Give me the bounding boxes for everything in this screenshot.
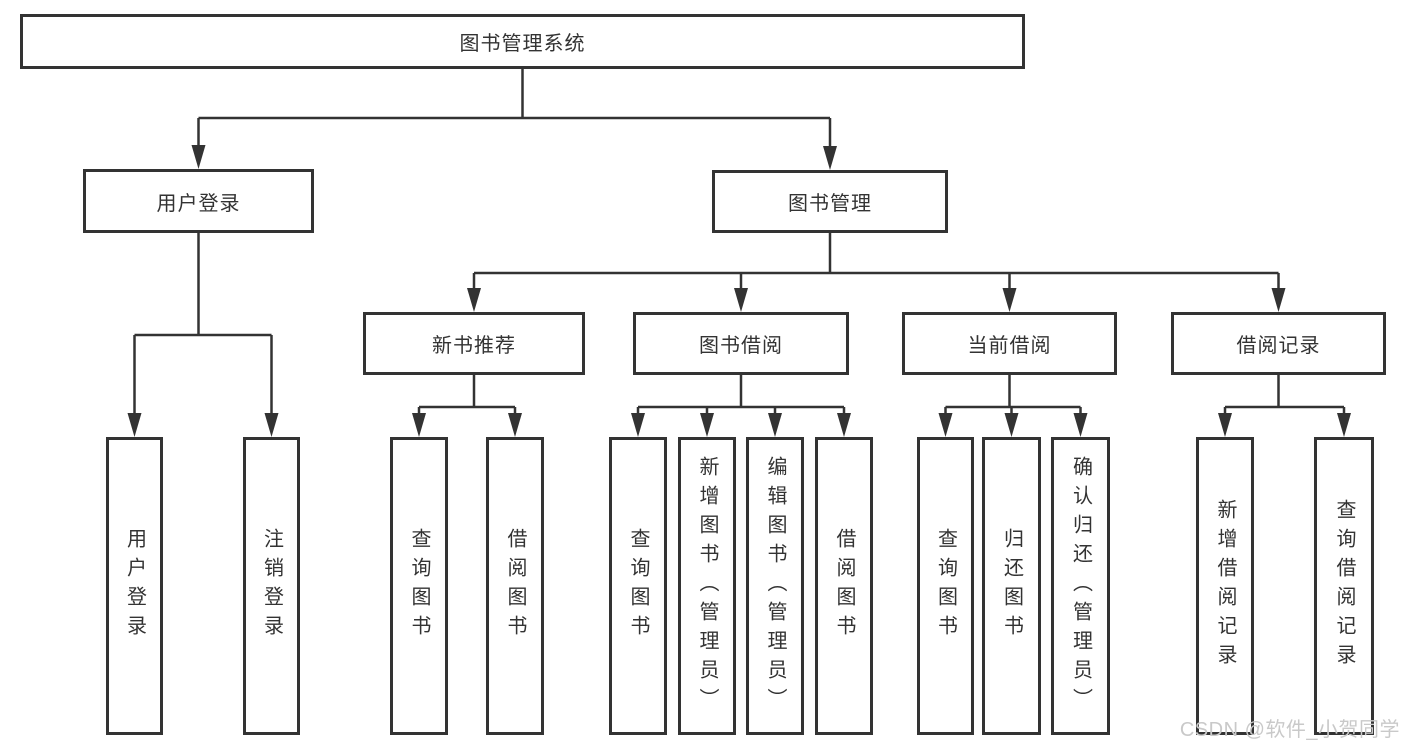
arrow-down-icon [938, 413, 953, 437]
node-label: 借阅图书 [833, 528, 855, 644]
node-borrowing-borrow-books: 借阅图书 [815, 437, 873, 735]
node-label: 用户登录 [123, 528, 146, 644]
node-logout-action: 注销登录 [243, 437, 300, 735]
node-label: 新增借阅记录 [1214, 499, 1236, 673]
arrow-down-icon [631, 413, 645, 437]
node-current-return-books: 归还图书 [982, 437, 1041, 735]
arrow-down-icon [508, 413, 522, 437]
arrow-down-icon [264, 413, 279, 437]
node-label: 查询图书 [408, 528, 430, 644]
watermark: CSDN @软件_小贺同学 [1179, 719, 1400, 741]
arrow-down-icon [1218, 413, 1232, 437]
arrow-down-icon [734, 288, 748, 312]
arrow-down-icon [700, 413, 714, 437]
node-borrowing-records: 借阅记录 [1171, 312, 1386, 375]
node-current-confirm-return-admin: 确认归还（管理员） [1051, 437, 1110, 735]
node-label: 当前借阅 [967, 335, 1052, 357]
node-label: 图书借阅 [699, 335, 783, 357]
node-new-book-recommend: 新书推荐 [363, 312, 585, 375]
node-label: 查询图书 [934, 528, 957, 644]
node-label: 注销登录 [260, 528, 283, 644]
node-current-query-books: 查询图书 [917, 437, 974, 735]
arrow-down-icon [1337, 413, 1351, 437]
node-records-add-record: 新增借阅记录 [1196, 437, 1254, 735]
node-label: 图书管理系统 [459, 33, 586, 55]
arrow-down-icon [191, 145, 206, 169]
arrow-down-icons [127, 145, 1351, 437]
node-label: 查询图书 [627, 528, 649, 644]
arrow-down-icon [467, 288, 481, 312]
node-label: 新书推荐 [432, 335, 516, 357]
node-label: 新增图书（管理员） [696, 455, 718, 717]
arrow-down-icon [127, 413, 142, 437]
connector-path [133, 69, 1346, 418]
node-recommend-borrow-books: 借阅图书 [486, 437, 544, 735]
arrow-down-icon [837, 413, 851, 437]
arrow-down-icon [1004, 413, 1019, 437]
node-book-management-module: 图书管理 [712, 170, 948, 233]
node-label: 图书管理 [788, 193, 872, 215]
node-label: 编辑图书（管理员） [764, 455, 786, 717]
arrow-down-icon [823, 146, 837, 170]
arrow-down-icon [1073, 413, 1088, 437]
node-label: 确认归还（管理员） [1069, 455, 1092, 717]
node-user-login-module: 用户登录 [83, 169, 314, 233]
node-label: 借阅图书 [504, 528, 526, 644]
node-current-borrowing: 当前借阅 [902, 312, 1117, 375]
node-label: 归还图书 [1000, 528, 1023, 644]
arrow-down-icon [1271, 288, 1286, 312]
node-records-query-record: 查询借阅记录 [1314, 437, 1374, 735]
node-label: 借阅记录 [1236, 335, 1321, 357]
arrow-down-icon [1002, 288, 1017, 312]
node-borrowing-edit-books-admin: 编辑图书（管理员） [746, 437, 804, 735]
arrow-down-icon [768, 413, 782, 437]
node-label: 用户登录 [156, 192, 241, 215]
node-borrowing-query-books: 查询图书 [609, 437, 667, 735]
node-label: 查询借阅记录 [1333, 499, 1355, 673]
node-user-login-action: 用户登录 [106, 437, 163, 735]
arrow-down-icon [412, 413, 426, 437]
node-borrowing-add-books-admin: 新增图书（管理员） [678, 437, 736, 735]
node-system-root: 图书管理系统 [20, 14, 1025, 69]
node-book-borrowing: 图书借阅 [633, 312, 849, 375]
node-recommend-query-books: 查询图书 [390, 437, 448, 735]
